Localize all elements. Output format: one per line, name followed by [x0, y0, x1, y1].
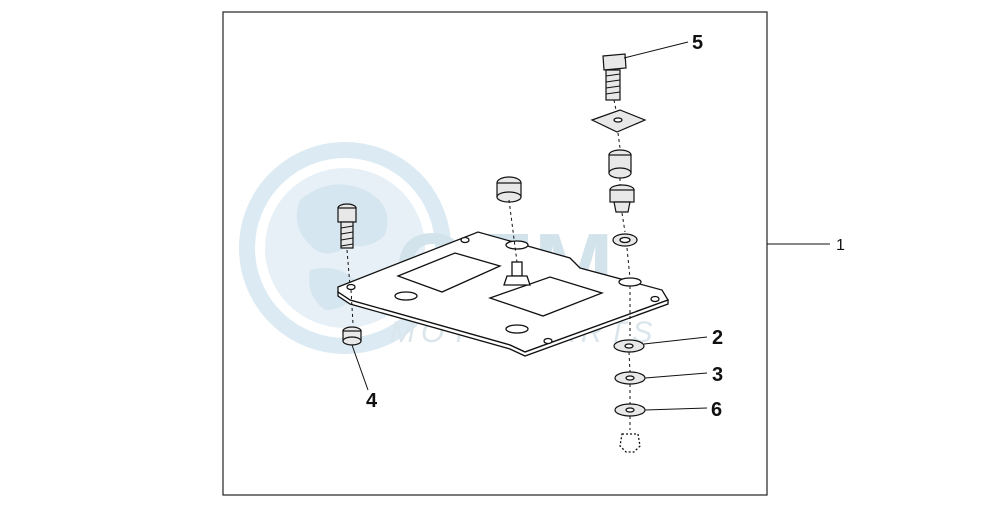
part-2-washer [613, 339, 645, 353]
callout-4: 4 [366, 390, 378, 412]
part-4-nut [342, 326, 362, 346]
base-plate [337, 231, 669, 357]
collar [612, 233, 638, 247]
grommet [609, 184, 635, 213]
leader-6 [644, 407, 708, 411]
part-3-washer [614, 371, 646, 385]
callout-2: 2 [712, 327, 723, 349]
callout-1: 1 [836, 237, 845, 254]
leader-2 [643, 336, 708, 345]
callout-3: 3 [712, 364, 723, 386]
spacer [608, 149, 632, 179]
bolt-left [337, 203, 357, 249]
leader-3 [644, 372, 708, 379]
callout-5: 5 [692, 32, 703, 54]
part-6-washer [614, 403, 646, 417]
leader-5 [623, 41, 689, 59]
cap-nut [619, 433, 641, 453]
callout-6: 6 [711, 399, 722, 421]
part-5-bolt [602, 53, 627, 101]
leader-4 [351, 344, 369, 391]
knob-bolt [496, 176, 522, 203]
